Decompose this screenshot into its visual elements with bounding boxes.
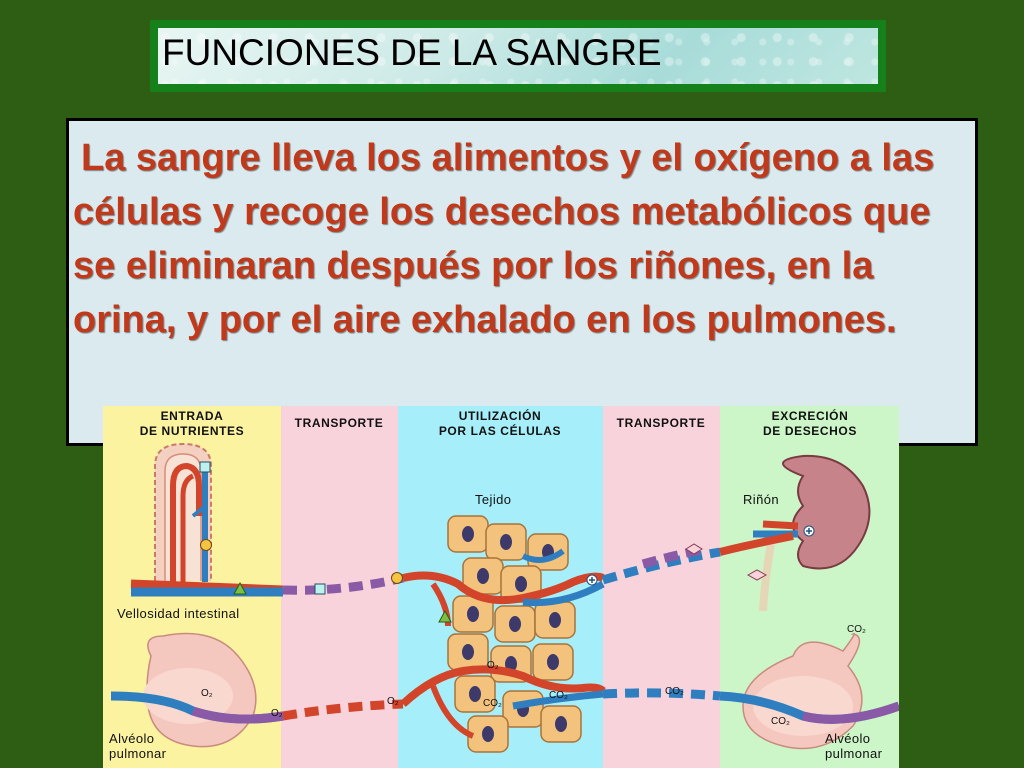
vein-tissue-lower [512, 690, 604, 710]
tissue-plus-icon [586, 574, 598, 586]
kidney-plus-icon [803, 525, 815, 537]
header-excrecion-2: DE DESECHOS [763, 424, 857, 438]
artery-branch [430, 582, 451, 627]
artery-kidney [718, 532, 794, 556]
diagram-svg: ENTRADA DE NUTRIENTES TRANSPORTE UTILIZA… [103, 406, 899, 768]
artery-tissue-upper [402, 571, 605, 605]
nutrient-triangle-icon [233, 581, 247, 595]
gas-o2-tissue: O₂ [487, 660, 499, 671]
gas-o2-left-1: O₂ [201, 688, 213, 699]
header-entrada-1: ENTRADA [161, 409, 224, 423]
transport-diamond-icon [685, 543, 703, 555]
label-alveolo-left-1: Alvéolo [109, 731, 154, 746]
label-tejido: Tejido [475, 492, 511, 507]
slide-title: FUNCIONES DE LA SANGRE [162, 32, 662, 73]
kidney-diamond-icon [746, 569, 768, 581]
vein-branch [521, 548, 565, 563]
header-transporte-1: TRANSPORTE [295, 416, 384, 430]
artery-tissue-lower [400, 665, 606, 707]
body-text-box: La sangre lleva los alimentos y el oxíge… [66, 118, 978, 446]
gas-co2-transport: CO₂ [665, 686, 684, 697]
mixed-alveolus-right [801, 701, 899, 724]
transport-square-icon [314, 583, 326, 595]
vein-tissue-upper [522, 580, 605, 607]
tissue-triangle-icon [438, 609, 452, 623]
header-transporte-2: TRANSPORTE [617, 416, 706, 430]
gas-o2-transport: O₂ [387, 696, 399, 707]
label-rinon: Riñón [743, 492, 779, 507]
artery-lower-branch [430, 684, 475, 739]
cell-nuclei [462, 526, 567, 742]
gas-co2-tissue-2: CO₂ [483, 698, 502, 709]
blood-function-diagram: ENTRADA DE NUTRIENTES TRANSPORTE UTILIZA… [103, 406, 899, 768]
mixed-alveolus-left [191, 706, 284, 724]
transport-lower-1 [282, 699, 404, 721]
header-utilizacion-1: UTILIZACIÓN [459, 408, 542, 423]
transport-upper-2 [601, 547, 721, 585]
intestinal-villus [154, 442, 212, 582]
header-entrada-2: DE NUTRIENTES [140, 424, 244, 438]
label-vellosidad: Vellosidad intestinal [117, 606, 240, 621]
title-frame: FUNCIONES DE LA SANGRE [150, 20, 886, 92]
transport-lower-2 [602, 688, 721, 701]
label-alveolo-left-2: pulmonar [109, 746, 167, 761]
title-background: FUNCIONES DE LA SANGRE [158, 28, 878, 84]
header-utilizacion-2: POR LAS CÉLULAS [439, 423, 561, 438]
gas-o2-left-2: O₂ [271, 708, 283, 719]
gas-co2-tissue-1: CO₂ [549, 690, 568, 701]
label-alveolo-right-1: Alvéolo [825, 731, 870, 746]
column-transporte-2 [603, 406, 720, 768]
tissue-circle-icon [391, 572, 403, 584]
body-text: La sangre lleva los alimentos y el oxíge… [73, 137, 935, 341]
nutrient-circle-icon [200, 539, 212, 551]
gas-co2-right-1: CO₂ [771, 716, 790, 727]
header-excrecion-1: EXCRECIÓN [772, 408, 849, 423]
nutrient-square-icon [199, 461, 211, 473]
transport-upper-1 [282, 573, 405, 595]
gas-co2-right-2: CO₂ [847, 624, 866, 635]
label-alveolo-right-2: pulmonar [825, 746, 883, 761]
